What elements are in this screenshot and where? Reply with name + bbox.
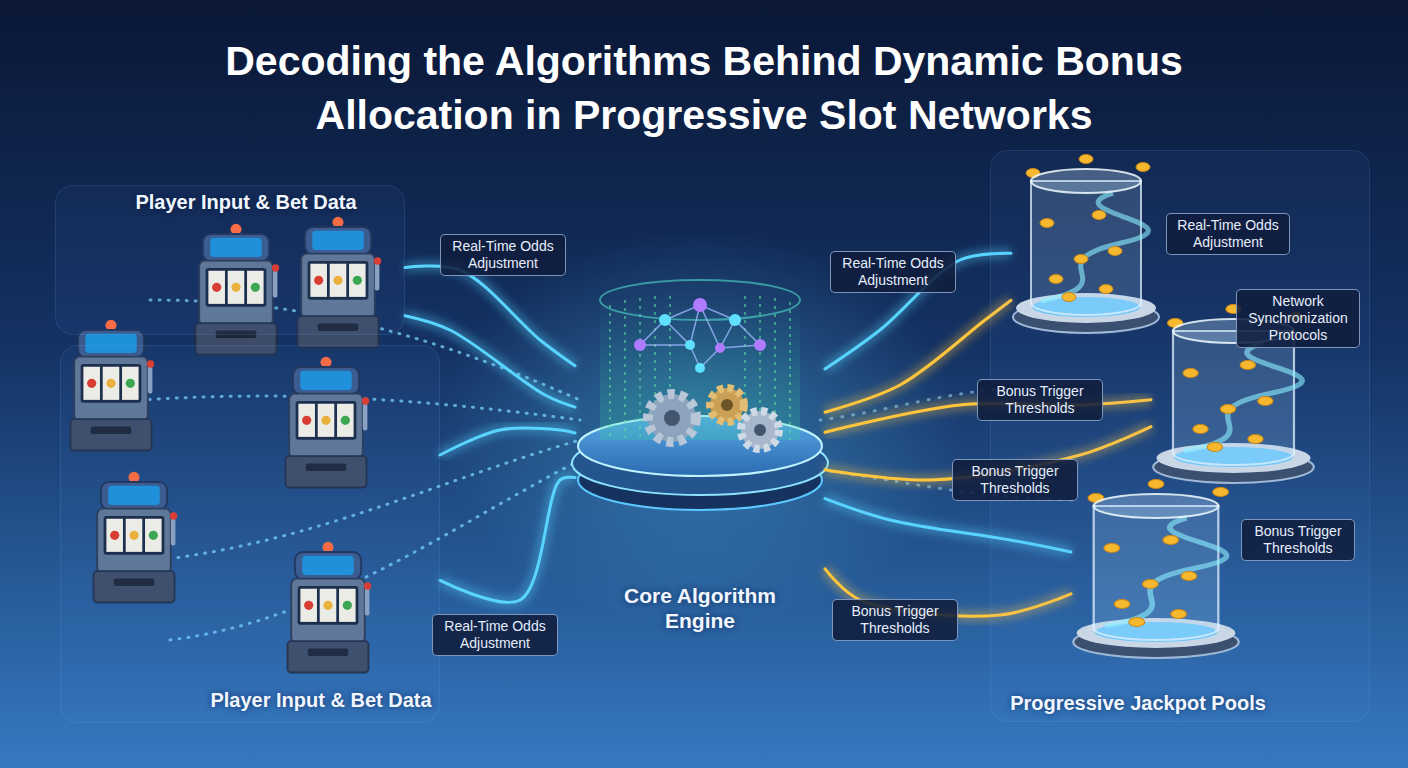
gold-coin [1049,275,1063,284]
gold-coin [1079,155,1093,164]
gold-coin [1062,293,1076,302]
gold-coin [1258,397,1273,406]
gold-coin [1104,544,1120,553]
pool-glass [1094,506,1219,640]
edge-tag: Real-Time Odds Adjustment [830,251,956,293]
gold-coin [1248,435,1263,444]
flow-connector [440,477,575,602]
edge-tag: Real-Time Odds Adjustment [432,614,558,656]
gear [710,388,744,422]
edge-tag: Bonus Trigger Thresholds [977,379,1103,421]
node-heading: Player Input & Bet Data [111,190,381,214]
gold-coin [1148,480,1164,489]
gear-hub [664,410,680,426]
pool-rim [1094,494,1219,518]
gear [648,394,696,442]
network-node [685,340,695,350]
node-heading: Progressive Jackpot Pools [993,691,1283,715]
gear-hub [754,424,766,436]
gear-hub [721,399,733,411]
network-node [729,314,741,326]
pool-glass [1173,331,1294,465]
gold-coin [1183,369,1198,378]
gold-coin [1142,580,1158,589]
pool-tag: Real-Time Odds Adjustment [1166,213,1290,255]
pool-group: Progressive Jackpot Pools Real-Time Odds … [990,150,1370,722]
gold-coin [1092,211,1106,220]
gold-coin [1220,405,1235,414]
node-heading: Player Input & Bet Data [181,688,461,712]
pool-swirl [1041,193,1148,301]
network-links [640,305,760,368]
pool-glass [1031,181,1141,315]
edge-tag: Real-Time Odds Adjustment [440,234,566,276]
code-cylinder-rim [600,280,800,320]
gear [741,411,779,449]
engine-glow [440,230,960,630]
flow-glow [440,477,575,602]
pool-tag: Bonus Trigger Thresholds [1241,519,1355,561]
network-node [695,363,705,373]
node-heading: Core Algorithm Engine [615,583,785,633]
input-group: Player Input & Bet Data [55,185,405,335]
gold-coin [1108,247,1122,256]
gold-coin [1213,488,1229,497]
gold-coin [1040,219,1054,228]
gold-coin [1193,425,1208,434]
pool-illustration [1011,151,1161,336]
gold-coin [1114,600,1130,609]
gold-coin [1136,163,1150,172]
network-node [659,314,671,326]
gold-coin [1240,361,1255,370]
pool-swirl [1105,518,1227,626]
flow-glow [440,428,575,455]
gold-coin [1207,443,1222,452]
gold-coin [1074,255,1088,264]
network-node [634,339,646,351]
edge-tag: Bonus Trigger Thresholds [832,599,958,641]
input-group: Player Input & Bet Data [60,345,440,723]
gold-coin [1181,572,1197,581]
engine-node: Core Algorithm Engine [575,285,825,630]
jackpot-pool: Bonus Trigger Thresholds [1071,476,1241,661]
diagram-title: Decoding the Algorithms Behind Dynamic B… [124,34,1284,142]
gold-coin [1129,618,1145,627]
network-node [754,339,766,351]
flow-line [440,428,575,455]
pool-rim [1031,169,1141,193]
pool-illustration [1071,476,1241,661]
network-node [693,298,707,312]
flow-line [440,477,575,602]
network-node [715,343,725,353]
jackpot-pool: Real-Time Odds Adjustment [1011,151,1161,336]
edge-tag: Bonus Trigger Thresholds [952,459,1078,501]
jackpot-pool: Network Synchronization Protocols [1151,301,1316,486]
pool-swirl [1184,343,1302,451]
gold-coin [1099,285,1113,294]
pool-tag: Network Synchronization Protocols [1236,289,1360,348]
gold-coin [1163,536,1179,545]
gold-coin [1171,610,1187,619]
flow-connector [440,428,575,455]
